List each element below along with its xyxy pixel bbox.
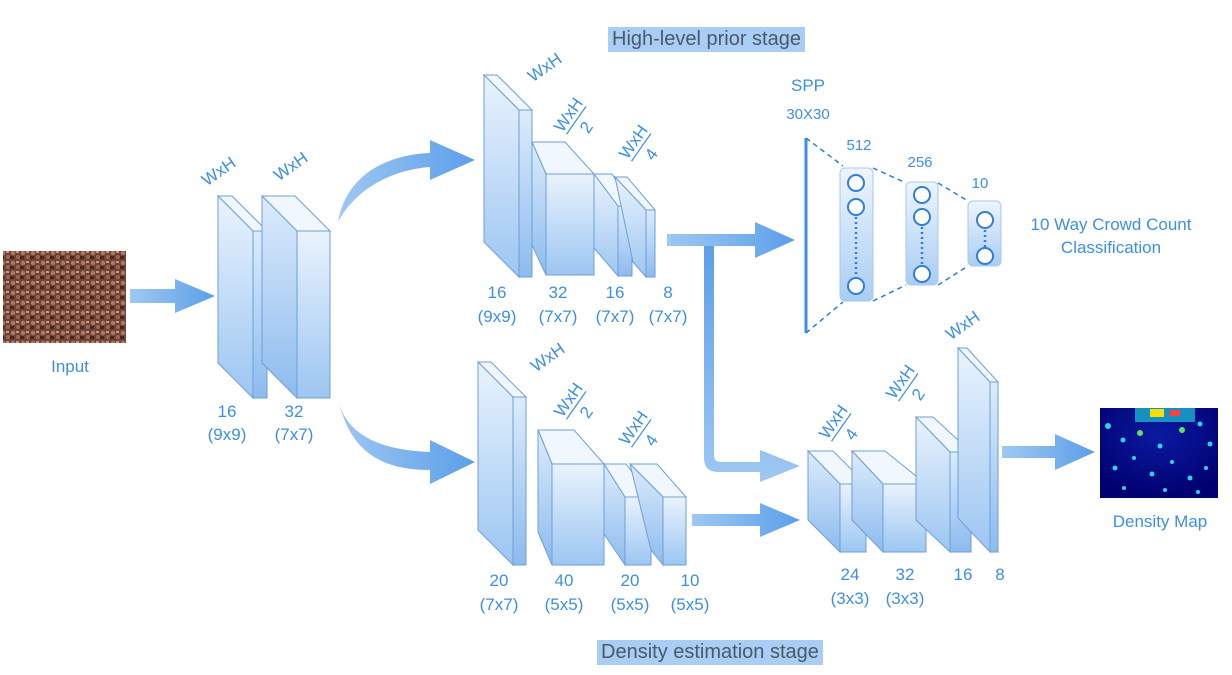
fusion-dim-3: WxH (942, 307, 983, 344)
classification-line-1: 10 Way Crowd Count (1031, 215, 1192, 234)
fc-512-label: 512 (846, 137, 871, 154)
density-filter-3-n: 20 (621, 571, 640, 590)
prior-conv-4 (613, 175, 657, 279)
spp-connector-bottom (805, 301, 844, 334)
fusion-filter-3-n: 16 (954, 565, 973, 584)
fc-256-node-2 (913, 208, 931, 226)
fusion-conv-2 (850, 449, 928, 554)
shared-conv-2 (260, 194, 332, 400)
density-conv-1 (476, 360, 528, 567)
density-to-fusion-arrow (692, 503, 800, 537)
curve-arrow-down (338, 398, 475, 484)
svg-text:4: 4 (641, 431, 662, 450)
fc-512-node-3 (847, 277, 865, 295)
prior-conv-2 (531, 141, 596, 276)
density-filter-1-n: 20 (490, 571, 509, 590)
density-filter-3-k: (5x5) (611, 595, 650, 614)
density-dim-1: WxH (527, 339, 568, 376)
prior-to-spp-arrow (667, 222, 795, 258)
density-dim-2: WxH 2 (550, 379, 597, 422)
spp-size: 30X30 (786, 106, 829, 123)
svg-text:2: 2 (576, 118, 597, 137)
prior-filter-1-n: 16 (488, 283, 507, 302)
density-filter-2-k: (5x5) (545, 595, 584, 614)
fc-256-node-3 (913, 265, 931, 283)
prior-filter-3-n: 16 (606, 283, 625, 302)
fc-10-label: 10 (972, 175, 989, 192)
fc-connector-1-top (872, 167, 907, 184)
prior-filter-3-k: (7x7) (596, 307, 635, 326)
prior-dim-3: WxH 4 (615, 121, 662, 164)
svg-text:2: 2 (908, 385, 929, 404)
fc-512-node-1 (847, 174, 865, 192)
density-filter-1-k: (7x7) (480, 595, 519, 614)
fusion-dim-2: WxH 2 (882, 361, 929, 404)
fusion-filter-1-n: 24 (841, 565, 860, 584)
fc-512-node-2 (847, 198, 865, 216)
prior-conv-1 (482, 73, 534, 279)
density-dim-3: WxH 4 (615, 407, 662, 450)
prior-filter-2-k: (7x7) (539, 307, 578, 326)
spp-connector-top (805, 137, 844, 167)
input-image (3, 251, 126, 343)
prior-filter-4-k: (7x7) (649, 307, 688, 326)
fusion-conv-4 (956, 346, 1000, 554)
fc-256-label: 256 (907, 154, 932, 171)
input-label: Input (51, 357, 89, 376)
density-filter-2-n: 40 (555, 571, 574, 590)
svg-text:2: 2 (576, 403, 597, 422)
shared-filter-2-n: 32 (285, 402, 304, 421)
density-filter-4-n: 10 (681, 571, 700, 590)
fusion-filter-2-n: 32 (896, 565, 915, 584)
classification-line-2: Classification (1061, 238, 1161, 257)
fc-10-node-1 (976, 211, 994, 229)
shared-conv-1 (216, 194, 269, 400)
prior-to-fusion-arrow (704, 246, 800, 482)
shared-dim-2: WxH (270, 148, 311, 185)
output-arrow (1002, 434, 1095, 470)
prior-filter-4-n: 8 (663, 283, 672, 302)
spp-label: SPP (791, 76, 825, 95)
shared-dim-1: WxH (198, 153, 239, 190)
fusion-filter-4-n: 8 (995, 565, 1004, 584)
density-filter-4-k: (5x5) (671, 595, 710, 614)
fc-10-node-2 (976, 247, 994, 265)
fusion-filter-1-k: (3x3) (831, 589, 870, 608)
svg-text:4: 4 (641, 145, 662, 164)
shared-filter-1-n: 16 (218, 402, 237, 421)
fc-connector-1-bottom (872, 284, 907, 302)
density-map-image (1100, 408, 1218, 498)
input-arrow (130, 279, 215, 313)
density-map-label: Density Map (1113, 512, 1207, 531)
curve-arrow-up (338, 140, 475, 222)
prior-stage-title: High-level prior stage (608, 27, 805, 52)
fc-connector-2-top (937, 182, 969, 202)
fusion-conv-3 (914, 415, 973, 554)
density-conv-4 (628, 462, 688, 567)
density-stage-title: Density estimation stage (597, 640, 823, 665)
fc-connector-2-bottom (937, 265, 969, 286)
density-conv-2 (537, 429, 606, 566)
fusion-dim-1: WxH 4 (815, 401, 862, 444)
svg-text:4: 4 (841, 425, 862, 444)
fc-512-layer (839, 167, 874, 302)
fc-256-node-1 (913, 186, 931, 204)
fusion-filter-2-k: (3x3) (886, 589, 925, 608)
shared-filter-1-k: (9x9) (208, 425, 247, 444)
prior-dim-2: WxH 2 (550, 94, 597, 137)
prior-filter-2-n: 32 (549, 283, 568, 302)
prior-dim-1: WxH (524, 49, 565, 86)
prior-filter-1-k: (9x9) (478, 307, 517, 326)
shared-filter-2-k: (7x7) (275, 425, 314, 444)
